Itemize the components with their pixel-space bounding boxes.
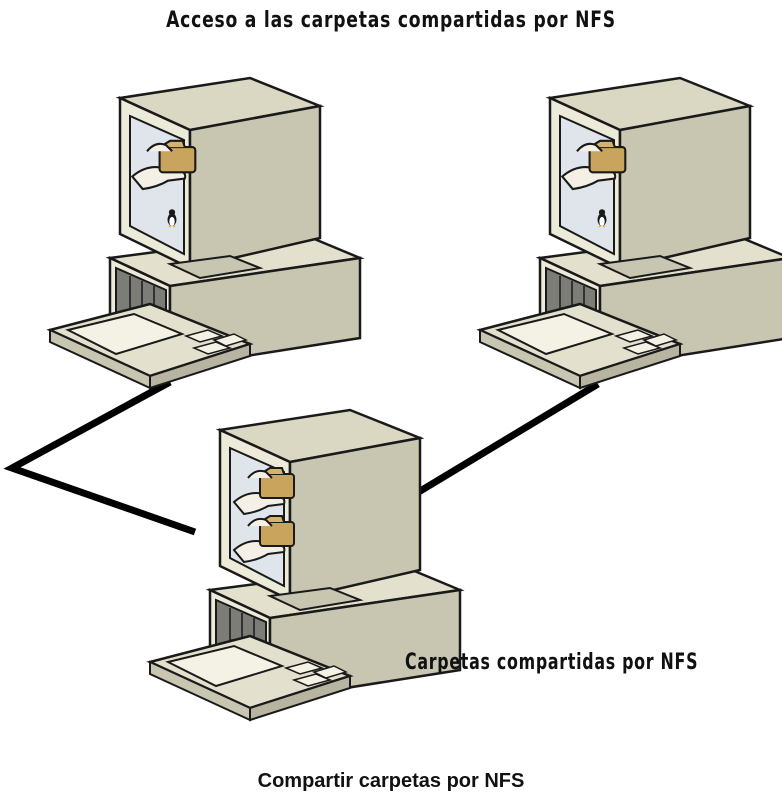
diagram-header: Acceso a las carpetas compartidas por NF… <box>166 8 616 33</box>
client-computer-right <box>478 76 782 390</box>
cable-left <box>3 378 197 536</box>
cable-right <box>410 381 600 499</box>
server-label: Carpetas compartidas por NFS <box>405 650 699 675</box>
client-computer-left <box>48 76 362 390</box>
figure-caption: Compartir carpetas por NFS <box>257 770 525 792</box>
